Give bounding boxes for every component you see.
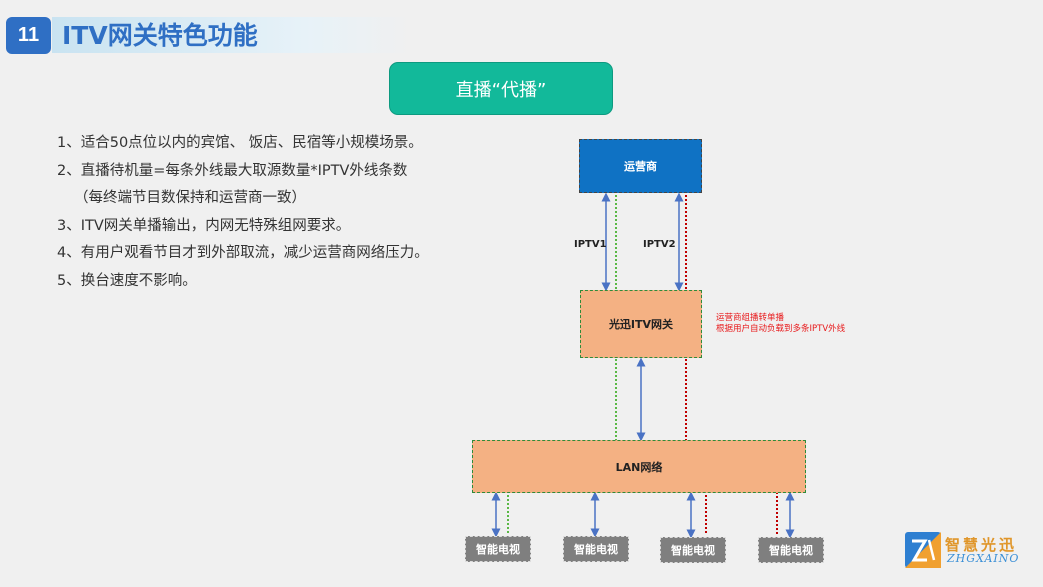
feature-item: 2、直播待机量=每条外线最大取源数量*IPTV外线条数 bbox=[57, 162, 408, 179]
smart-tv-node: 智能电视 bbox=[563, 536, 629, 562]
page-title: ITV网关特色功能 bbox=[62, 21, 258, 50]
lan-network-node: LAN网络 bbox=[472, 440, 806, 493]
logo-text-en: ZHGXAINO bbox=[947, 552, 1020, 565]
feature-item: 4、有用户观看节目才到外部取流，减少运营商网络压力。 bbox=[57, 245, 429, 261]
section-number-badge: 11 bbox=[6, 17, 51, 54]
company-logo: 智慧光迅 ZHGXAINO bbox=[905, 532, 1031, 570]
green-stream-path bbox=[507, 195, 617, 534]
iptv2-label: IPTV2 bbox=[643, 239, 676, 250]
feature-item: 5、换台速度不影响。 bbox=[57, 272, 197, 289]
feature-item: 1、适合50点位以内的宾馆、 饭店、民宿等小规模场景。 bbox=[57, 135, 423, 151]
carrier-node: 运营商 bbox=[579, 139, 702, 193]
smart-tv-node: 智能电视 bbox=[758, 537, 824, 563]
mode-label-pill: 直播“代播” bbox=[389, 62, 613, 115]
feature-item-note: （每终端节目数保持和运营商一致） bbox=[74, 190, 306, 206]
itv-gateway-node: 光迅ITV网关 bbox=[580, 290, 702, 358]
logo-mark-icon bbox=[905, 532, 941, 568]
gateway-note-line: 运营商组播转单播 bbox=[716, 313, 785, 323]
iptv1-label: IPTV1 bbox=[574, 239, 607, 250]
header-band bbox=[52, 17, 412, 53]
smart-tv-node: 智能电视 bbox=[465, 536, 531, 562]
feature-item: 3、ITV网关单播输出，内网无特殊组网要求。 bbox=[57, 217, 351, 234]
gateway-note-line: 根据用户自动负载到多条IPTV外线 bbox=[716, 324, 846, 334]
logo-text-cn: 智慧光迅 bbox=[945, 536, 1018, 554]
feature-list: 1、适合50点位以内的宾馆、 饭店、民宿等小规模场景。 2、直播待机量=每条外线… bbox=[57, 130, 429, 295]
smart-tv-node: 智能电视 bbox=[660, 537, 726, 563]
gateway-note: 运营商组播转单播 根据用户自动负载到多条IPTV外线 bbox=[716, 313, 845, 335]
